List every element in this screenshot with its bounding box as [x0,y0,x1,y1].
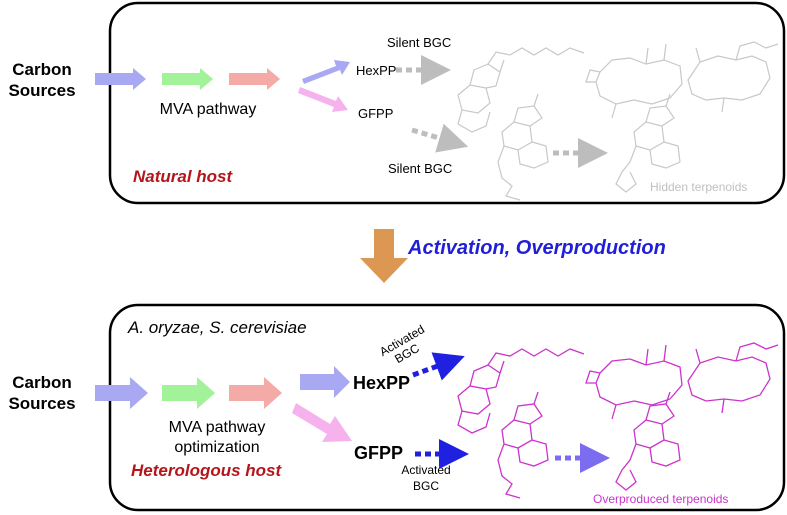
arrow-gfpp-bottom [292,403,352,442]
overproduced-tetracyclic-structure-1 [497,391,549,499]
overproduced-sesterterpene-structure-1 [457,348,585,434]
activated-bgc-lower-line1: Activated [401,463,450,477]
hexpp-label-bottom: HexPP [353,373,410,393]
carbon-sources-label-bottom-line1: Carbon [12,373,72,392]
carbon-sources-label-top-line1: Carbon [12,60,72,79]
hidden-sesterterpene-structure-3 [687,41,779,113]
gfpp-label-top: GFPP [358,106,393,121]
natural-host-label: Natural host [133,167,234,186]
hidden-tetracyclic-structure-1 [497,93,549,201]
hidden-sesterterpene-structure-2 [585,43,683,119]
hidden-tetracyclic-structure-2 [615,93,681,193]
hidden-sesterterpene-structure-1 [457,47,585,133]
arrow-blue-top [95,68,146,90]
activation-down-arrow [360,229,408,283]
carbon-sources-label-top-line2: Sources [8,81,75,100]
arrow-green-bottom [162,377,215,409]
arrow-blue-bottom [95,377,148,409]
heterologous-host-frame [108,303,786,512]
natural-host-panel: Carbon Sources MVA pathway HexPP GFPP Si… [8,1,786,205]
silent-bgc-upper-label: Silent BGC [387,35,451,50]
overproduced-sesterterpene-structure-2 [585,344,683,420]
carbon-sources-label-bottom-line2: Sources [8,394,75,413]
gfpp-label-bottom: GFPP [354,443,403,463]
activated-bgc-lower-line2: BGC [413,479,439,493]
arrow-hexpp-top [302,60,350,84]
mva-pathway-label-bottom-line2: optimization [174,439,259,456]
mva-pathway-label-bottom-line1: MVA pathway [169,419,266,436]
overproduced-sesterterpene-structure-3 [687,342,779,414]
dotted-arrow-blue-upper [412,352,465,381]
natural-host-frame [108,1,786,205]
silent-bgc-lower-label: Silent BGC [388,161,452,176]
heterologous-host-label: Heterologous host [131,461,283,480]
mva-pathway-label-top: MVA pathway [160,101,257,118]
species-label: A. oryzae, S. cerevisiae [127,318,307,337]
arrow-green-top [162,68,213,90]
arrow-hexpp-bottom [300,366,350,398]
hidden-terpenoids-label: Hidden terpenoids [650,180,747,194]
overproduced-terpenoids-label: Overproduced terpenoids [593,492,728,506]
heterologous-host-panel: A. oryzae, S. cerevisiae Carbon Sources … [8,303,786,512]
arrow-red-top [229,68,280,90]
dotted-arrow-gray-middle [411,123,469,153]
overproduced-tetracyclic-structure-2 [615,391,681,491]
arrow-red-bottom [229,377,282,409]
hexpp-label-top: HexPP [356,63,396,78]
activation-overproduction-label: Activation, Overproduction [407,237,666,259]
arrow-gfpp-top [298,87,348,112]
